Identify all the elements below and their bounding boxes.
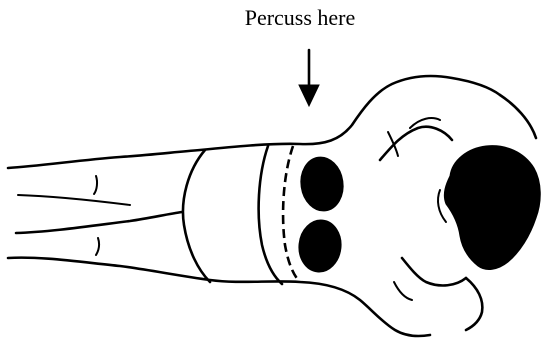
head: [444, 146, 540, 270]
elbow-lower: [394, 282, 412, 300]
kidney-upper: [297, 154, 346, 213]
leg-line-lower: [18, 195, 130, 205]
forearm-upper: [380, 127, 452, 160]
kidney-lower: [296, 218, 343, 274]
arm-upper-outline: [500, 95, 536, 138]
pelvis-outline: [183, 150, 210, 282]
percussion-dashed-line: [283, 146, 300, 282]
knee-mark-2: [96, 238, 99, 255]
elbow-upper: [388, 132, 398, 156]
forearm-lower: [402, 258, 466, 285]
body-outline-top: [8, 76, 500, 168]
arm-lower-outline: [466, 278, 482, 330]
leg-line-upper: [16, 212, 182, 233]
body-outline-bottom: [8, 258, 430, 336]
down-arrow-icon: [299, 50, 319, 106]
waist-band-left: [259, 146, 282, 284]
knee-mark-1: [94, 176, 97, 194]
